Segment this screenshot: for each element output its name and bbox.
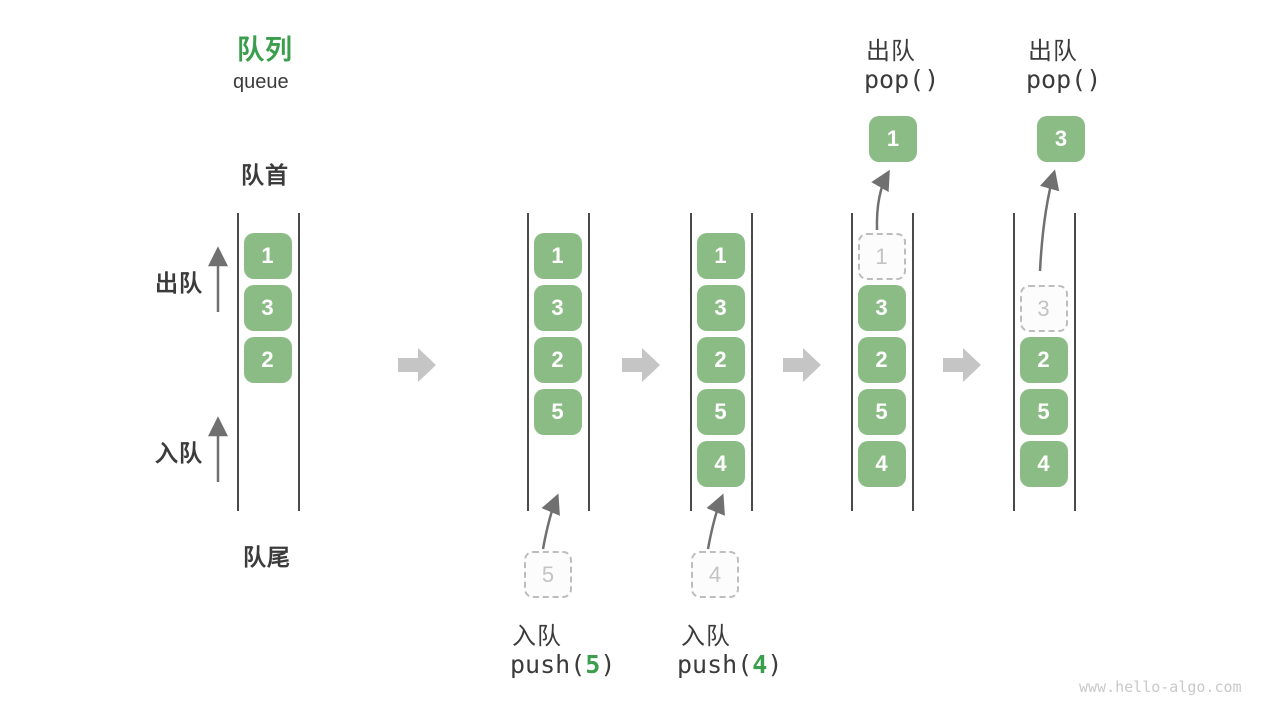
op-code-part: push(	[510, 650, 586, 679]
queue-item-box: 2	[243, 337, 292, 383]
enqueue-arrow-push4	[706, 493, 725, 550]
queue-item-box: 1	[243, 233, 292, 279]
queue-item-box: 4	[696, 441, 745, 487]
op-code-part: push(	[677, 650, 753, 679]
op-code-part: 4	[752, 650, 768, 679]
queue-wall-line	[851, 213, 853, 511]
enqueue-ghost-box: 4	[691, 551, 739, 598]
queue-wall-line	[237, 213, 239, 511]
op-code-part: 5	[585, 650, 601, 679]
dequeue-direction-label: 出队	[155, 270, 203, 296]
op-code-part: )	[600, 650, 616, 679]
watermark-text: www.hello-algo.com	[1079, 678, 1242, 696]
queue-wall-line	[690, 213, 692, 511]
enqueue-op-label: 入队	[512, 623, 562, 650]
enqueue-op-code: push(4)	[677, 650, 782, 679]
queue-item-box: 2	[533, 337, 582, 383]
enqueue-direction-label: 入队	[155, 440, 203, 466]
op-code-part: )	[767, 650, 783, 679]
queue-item-box: 4	[1019, 441, 1068, 487]
diagram-title-en: queue	[233, 71, 289, 93]
enqueue-op-label: 入队	[681, 623, 731, 650]
step-arrow-1	[398, 348, 436, 382]
queue-item-box: 3	[533, 285, 582, 331]
op-code-part: )	[924, 65, 940, 94]
step-arrow-3	[783, 348, 821, 382]
enqueue-op-code: push(5)	[510, 650, 615, 679]
dequeue-op-label: 出队	[866, 38, 916, 65]
queue-wall-line	[527, 213, 529, 511]
op-code-part: pop(	[864, 65, 925, 94]
step-arrow-2	[622, 348, 660, 382]
queue-wall-line	[751, 213, 753, 511]
enqueue-arrow-push5	[541, 493, 560, 550]
queue-item-box: 2	[1019, 337, 1068, 383]
popped-item-box: 3	[1037, 116, 1085, 162]
ghost-slot-box: 3	[1019, 285, 1068, 332]
queue-item-box: 2	[857, 337, 906, 383]
dequeue-arrow-pop1	[871, 169, 890, 231]
queue-item-box: 4	[857, 441, 906, 487]
op-code-part: )	[1086, 65, 1102, 94]
queue-front-label: 队首	[241, 162, 289, 188]
queue-rear-label: 队尾	[243, 544, 291, 570]
queue-item-box: 5	[857, 389, 906, 435]
queue-wall-line	[588, 213, 590, 511]
queue-wall-line	[1074, 213, 1076, 511]
queue-item-box: 5	[1019, 389, 1068, 435]
dequeue-op-label: 出队	[1028, 38, 1078, 65]
queue-item-box: 2	[696, 337, 745, 383]
dequeue-arrow-pop3	[1038, 169, 1060, 272]
popped-item-box: 1	[869, 116, 917, 162]
diagram-title-zh: 队列	[237, 35, 293, 65]
dequeue-op-code: pop()	[864, 65, 939, 94]
step-arrow-4	[943, 348, 981, 382]
queue-item-box: 5	[696, 389, 745, 435]
queue-item-box: 3	[696, 285, 745, 331]
queue-wall-line	[1013, 213, 1015, 511]
queue-item-box: 1	[533, 233, 582, 279]
queue-item-box: 1	[696, 233, 745, 279]
enqueue-ghost-box: 5	[524, 551, 572, 598]
queue-wall-line	[912, 213, 914, 511]
queue-wall-line	[298, 213, 300, 511]
queue-item-box: 5	[533, 389, 582, 435]
dequeue-op-code: pop()	[1026, 65, 1101, 94]
ghost-slot-box: 1	[857, 233, 906, 280]
op-code-part: pop(	[1026, 65, 1087, 94]
queue-item-box: 3	[857, 285, 906, 331]
queue-item-box: 3	[243, 285, 292, 331]
